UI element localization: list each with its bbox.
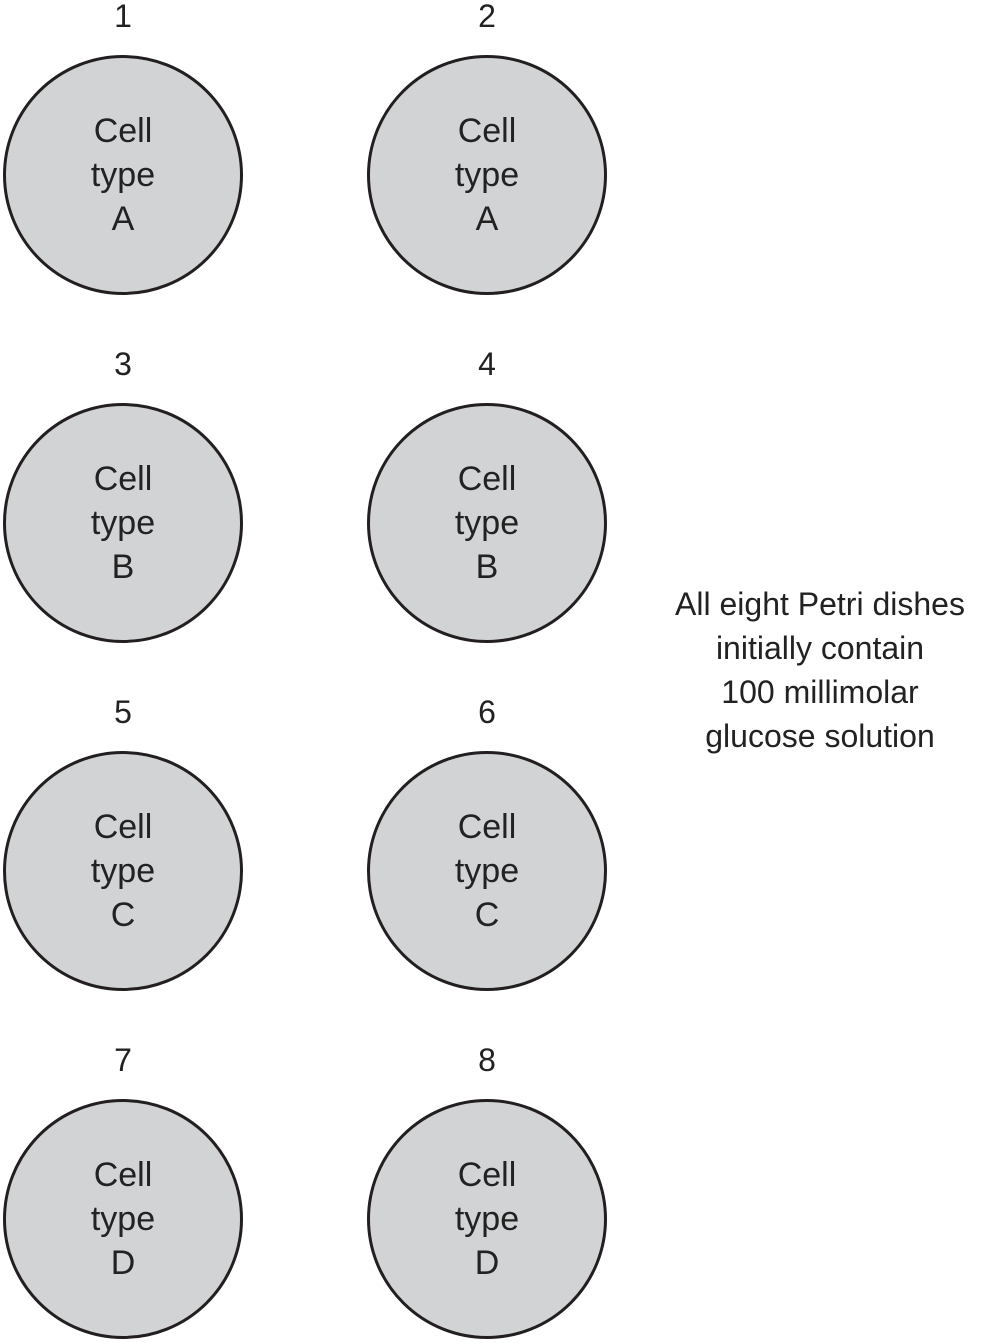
dish-label-line: A <box>111 200 135 238</box>
dish-label-line: B <box>475 548 499 586</box>
dish-label-line: type <box>90 504 156 542</box>
petri-dish-8: Cell type D <box>367 1099 607 1339</box>
dish-label-line: type <box>90 1200 156 1238</box>
dish-label-line: Cell <box>457 808 517 846</box>
dish-label-line: A <box>475 200 499 238</box>
dish-label-line: Cell <box>457 1156 517 1194</box>
note-line: glucose solution <box>705 718 935 754</box>
petri-dish-3: Cell type B <box>3 403 243 643</box>
dish-number-2: 2 <box>478 0 496 34</box>
dish-label-line: Cell <box>93 808 153 846</box>
dish-number-1: 1 <box>114 0 132 34</box>
dish-number-6: 6 <box>478 694 496 730</box>
dish-number-5: 5 <box>114 694 132 730</box>
petri-dish-6: Cell type C <box>367 751 607 991</box>
dish-label-line: C <box>474 896 500 934</box>
petri-dish-2: Cell type A <box>367 55 607 295</box>
experiment-note: All eight Petri dishes initially contain… <box>650 582 985 758</box>
note-line: 100 millimolar <box>721 674 919 710</box>
dish-label-line: type <box>454 504 520 542</box>
petri-dish-7: Cell type D <box>3 1099 243 1339</box>
dish-number-7: 7 <box>114 1042 132 1078</box>
dish-label-line: type <box>454 1200 520 1238</box>
dish-label-line: type <box>90 156 156 194</box>
dish-label-line: Cell <box>93 1156 153 1194</box>
dish-number-4: 4 <box>478 346 496 382</box>
dish-label-line: Cell <box>93 112 153 150</box>
dish-label-line: type <box>90 852 156 890</box>
petri-dish-1: Cell type A <box>3 55 243 295</box>
dish-label-line: B <box>111 548 135 586</box>
petri-dish-5: Cell type C <box>3 751 243 991</box>
note-line: All eight Petri dishes <box>675 586 965 622</box>
dish-label-line: D <box>474 1244 500 1282</box>
dish-number-3: 3 <box>114 346 132 382</box>
dish-label-line: type <box>454 852 520 890</box>
dish-number-8: 8 <box>478 1042 496 1078</box>
petri-dish-4: Cell type B <box>367 403 607 643</box>
dish-label-line: Cell <box>457 460 517 498</box>
dish-label-line: D <box>110 1244 136 1282</box>
dish-label-line: type <box>454 156 520 194</box>
note-line: initially contain <box>715 630 925 666</box>
dish-label-line: Cell <box>457 112 517 150</box>
dish-label-line: C <box>110 896 136 934</box>
dish-label-line: Cell <box>93 460 153 498</box>
